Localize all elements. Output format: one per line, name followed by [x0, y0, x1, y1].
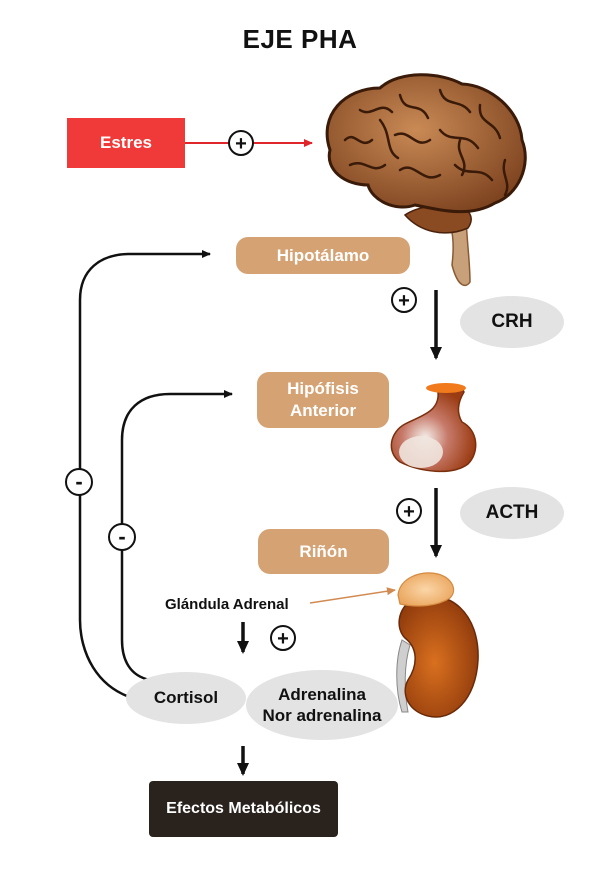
hypothalamus-label: Hipotálamo — [276, 245, 370, 265]
kidney-label: Riñón — [299, 541, 348, 561]
crh-label: CRH — [491, 311, 533, 332]
feedback-loop-hypothalamus — [78, 250, 211, 702]
acth-oval: ACTH — [460, 487, 564, 539]
anterior-pituitary-box: Hipófisis Anterior — [257, 372, 389, 428]
stress-box: Estres — [67, 118, 185, 168]
adrenaline-oval: Adrenalina Nor adrenalina — [246, 670, 398, 740]
minus-sign-label: - — [118, 524, 125, 549]
acth-label: ACTH — [485, 502, 539, 523]
adrenal-pointer-arrow — [309, 587, 396, 604]
adrenaline-label-line2: Nor adrenalina — [262, 706, 382, 725]
pituitary-label-line2: Anterior — [289, 401, 357, 420]
metabolic-effects-label: Efectos Metabólicos — [166, 800, 321, 817]
plus-sign-stress: + — [228, 130, 254, 156]
pituitary-label-line1: Hipófisis — [287, 379, 359, 398]
plus-sign-acth: + — [396, 498, 422, 524]
crh-oval: CRH — [460, 296, 564, 348]
kidney-box: Riñón — [258, 529, 389, 574]
adrenaline-label-line1: Adrenalina — [278, 685, 366, 704]
minus-sign-outer: - — [65, 468, 93, 496]
minus-sign-label: - — [75, 469, 82, 494]
cortisol-oval: Cortisol — [126, 672, 246, 724]
plus-sign-crh: + — [391, 287, 417, 313]
plus-sign-label: + — [403, 501, 415, 523]
plus-sign-label: + — [277, 628, 289, 650]
plus-sign-adrenal: + — [270, 625, 296, 651]
metabolic-effects-box: Efectos Metabólicos — [149, 781, 338, 837]
pituitary-illustration — [390, 383, 477, 473]
adrenal-gland-label: Glándula Adrenal — [165, 596, 289, 613]
stress-label: Estres — [100, 133, 152, 152]
plus-sign-label: + — [235, 133, 247, 155]
plus-sign-label: + — [398, 290, 410, 312]
cortisol-label: Cortisol — [153, 688, 219, 707]
feedback-loop-pituitary — [120, 390, 233, 682]
kidney-illustration — [396, 572, 479, 718]
brain-illustration — [325, 73, 527, 287]
hypothalamus-box: Hipotálamo — [236, 237, 410, 274]
minus-sign-inner: - — [108, 523, 136, 551]
diagram-title: EJE PHA — [242, 24, 358, 54]
